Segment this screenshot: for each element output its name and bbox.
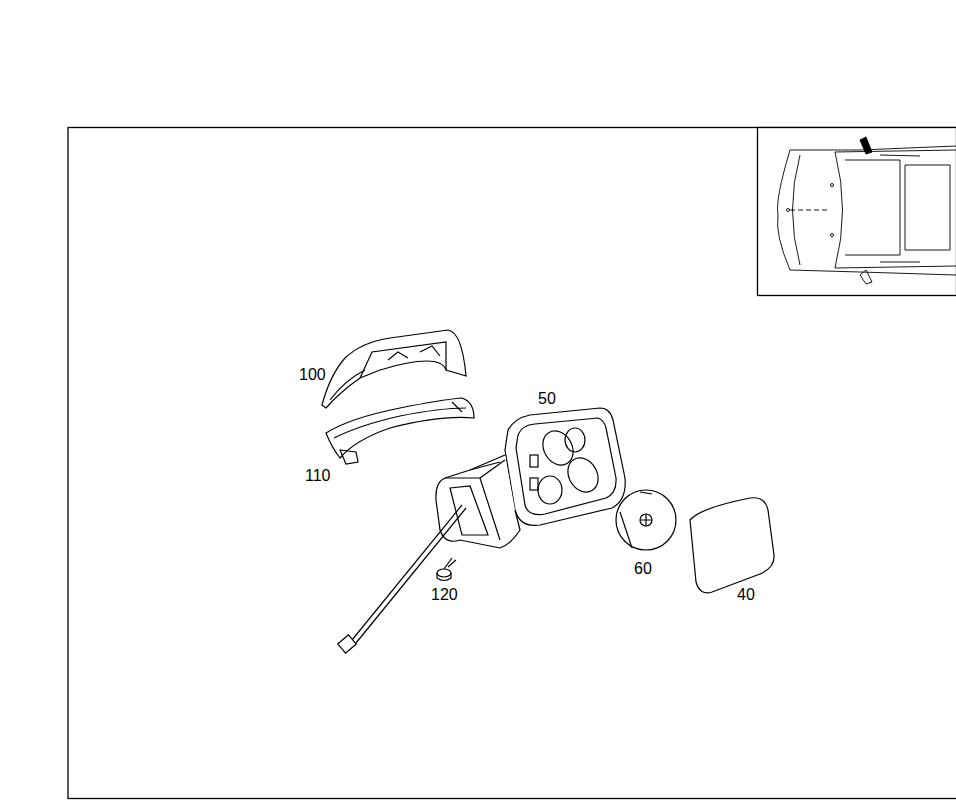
turn-signal-lamp: [326, 398, 474, 464]
callout-number: 120: [431, 586, 458, 604]
callout-number: 60: [634, 560, 652, 578]
callout-number: 40: [737, 586, 755, 604]
screw: [437, 558, 456, 581]
callout-number: 110: [305, 467, 331, 485]
callout-number: 50: [538, 390, 556, 408]
adjustment-motor: [616, 490, 676, 550]
mirror-glass: [690, 498, 774, 593]
wiring-harness: [338, 505, 466, 653]
callout-number: 100: [299, 366, 326, 384]
mirror-housing: [436, 408, 625, 548]
frame: [68, 128, 956, 799]
mirror-cap: [322, 330, 466, 408]
vehicle-locator: [758, 128, 956, 296]
